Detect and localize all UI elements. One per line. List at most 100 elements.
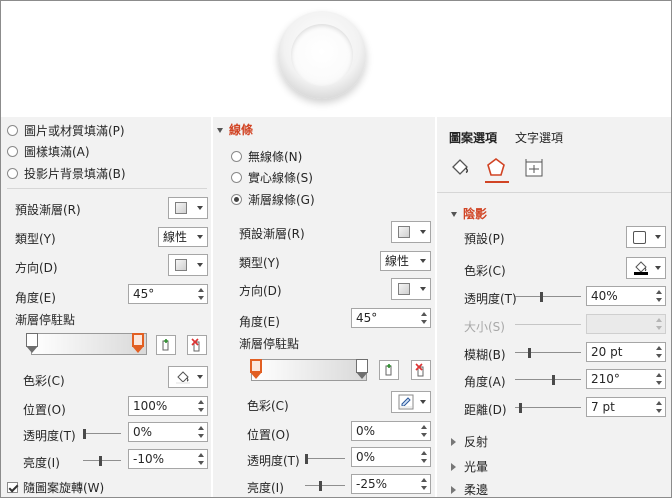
spin-arrows-icon[interactable]: [421, 311, 428, 325]
radio-icon[interactable]: [231, 151, 242, 162]
radio-icon[interactable]: [7, 125, 18, 136]
collapse-triangle-icon: [451, 212, 457, 217]
tab-shape-options[interactable]: 圖案選項: [449, 131, 498, 145]
spin-arrows-icon[interactable]: [421, 424, 428, 438]
gradient-stop-right[interactable]: [356, 359, 368, 381]
gradient-stops-bar[interactable]: [251, 359, 367, 381]
checkbox-icon[interactable]: [7, 482, 18, 493]
add-gradient-stop-icon[interactable]: [379, 360, 399, 380]
reflection-section-header[interactable]: 反射: [451, 433, 488, 450]
spin-arrows-icon[interactable]: [198, 399, 205, 413]
expand-triangle-icon: [451, 437, 456, 446]
spin-arrows-icon[interactable]: [656, 400, 663, 414]
brightness-spinner[interactable]: -25%: [351, 474, 431, 494]
tab-text-options[interactable]: 文字選項: [515, 131, 564, 145]
color-label: 色彩(C): [247, 399, 289, 413]
transparency-spinner[interactable]: 0%: [128, 422, 208, 442]
fill-line-icon[interactable]: [449, 157, 471, 182]
angle-spinner[interactable]: 45°: [351, 308, 431, 328]
blur-slider[interactable]: [515, 348, 581, 358]
radio-label: 漸層線條(G): [248, 193, 315, 207]
transparency-slider[interactable]: [305, 454, 345, 464]
radio-icon[interactable]: [231, 172, 242, 183]
color-picker-button[interactable]: [168, 366, 208, 388]
effects-pentagon-icon[interactable]: [485, 157, 507, 182]
radio-icon[interactable]: [7, 168, 18, 179]
position-spinner[interactable]: 100%: [128, 396, 208, 416]
direction-button[interactable]: [168, 254, 208, 276]
spin-arrows-icon[interactable]: [198, 452, 205, 466]
angle-spinner[interactable]: 210°: [586, 369, 666, 389]
color-picker-button[interactable]: [391, 391, 431, 413]
radio-icon[interactable]: [231, 194, 242, 205]
gradient-stop-left[interactable]: [26, 333, 38, 355]
spin-arrows-icon[interactable]: [656, 345, 663, 359]
blur-spinner[interactable]: 20 pt: [586, 342, 666, 362]
distance-slider[interactable]: [515, 403, 581, 413]
gradient-swatch-icon: [398, 226, 410, 238]
slider-thumb[interactable]: [528, 348, 531, 358]
transparency-slider[interactable]: [83, 429, 121, 439]
section-title: 光暈: [464, 460, 489, 474]
angle-slider[interactable]: [515, 375, 581, 385]
type-select[interactable]: 線性: [158, 227, 208, 247]
direction-button[interactable]: [391, 278, 431, 300]
size-slider-disabled: [515, 320, 581, 330]
radio-gradient-line[interactable]: 漸層線條(G): [231, 191, 315, 208]
slider-thumb[interactable]: [540, 292, 543, 302]
angle-spinner[interactable]: 45°: [128, 284, 208, 304]
brightness-slider[interactable]: [305, 481, 345, 491]
add-gradient-stop-icon[interactable]: [156, 335, 176, 355]
pen-color-icon: [398, 394, 414, 410]
gradient-stop-right-selected[interactable]: [132, 333, 144, 355]
radio-no-line[interactable]: 無線條(N): [231, 148, 302, 165]
slider-thumb[interactable]: [519, 403, 522, 413]
fill-panel: 圖片或材質填滿(P) 圖樣填滿(A) 投影片背景填滿(B) 預設漸層(R) 類型…: [1, 117, 211, 497]
shadow-color-button[interactable]: [626, 257, 666, 279]
spin-arrows-icon[interactable]: [656, 372, 663, 386]
position-value: 100%: [133, 399, 168, 413]
spin-arrows-icon[interactable]: [198, 425, 205, 439]
radio-picture-fill[interactable]: 圖片或材質填滿(P): [7, 122, 125, 139]
spin-arrows-icon[interactable]: [421, 450, 428, 464]
glow-section-header[interactable]: 光暈: [451, 458, 488, 475]
direction-swatch-icon: [175, 259, 187, 271]
line-section-header[interactable]: 線條: [217, 121, 253, 138]
gradient-stops-bar[interactable]: [31, 333, 147, 355]
slider-thumb[interactable]: [552, 375, 555, 385]
slider-thumb[interactable]: [305, 454, 308, 464]
slider-thumb[interactable]: [319, 481, 322, 491]
preset-gradient-button[interactable]: [391, 221, 431, 243]
radio-label: 圖片或材質填滿(P): [24, 124, 125, 138]
brightness-slider[interactable]: [83, 456, 121, 466]
soft-edges-section-header[interactable]: 柔邊: [451, 481, 488, 497]
type-select[interactable]: 線性: [380, 251, 431, 271]
slider-thumb[interactable]: [83, 429, 86, 439]
radio-solid-line[interactable]: 實心線條(S): [231, 169, 313, 186]
brightness-spinner[interactable]: -10%: [128, 449, 208, 469]
position-spinner[interactable]: 0%: [351, 421, 431, 441]
radio-icon[interactable]: [7, 146, 18, 157]
transparency-spinner[interactable]: 0%: [351, 447, 431, 467]
radio-slide-bg-fill[interactable]: 投影片背景填滿(B): [7, 165, 126, 182]
options-tabs: 圖案選項 文字選項: [449, 129, 563, 146]
radio-pattern-fill[interactable]: 圖樣填滿(A): [7, 143, 90, 160]
spin-arrows-icon[interactable]: [656, 289, 663, 303]
transparency-spinner[interactable]: 40%: [586, 286, 666, 306]
remove-gradient-stop-icon[interactable]: [187, 335, 207, 355]
rotate-with-shape-checkbox[interactable]: 隨圖案旋轉(W): [7, 479, 104, 496]
type-label: 類型(Y): [239, 256, 280, 270]
transparency-slider[interactable]: [515, 292, 581, 302]
spin-arrows-icon[interactable]: [198, 287, 205, 301]
preset-gradient-button[interactable]: [168, 197, 208, 219]
gradient-stop-left-selected[interactable]: [250, 359, 262, 381]
chevron-down-icon: [420, 287, 426, 291]
shadow-preset-button[interactable]: [626, 226, 666, 248]
spin-arrows-icon[interactable]: [421, 477, 428, 491]
shadow-section-header[interactable]: 陰影: [451, 205, 487, 222]
section-title: 柔邊: [464, 483, 489, 497]
remove-gradient-stop-icon[interactable]: [411, 360, 431, 380]
size-properties-icon[interactable]: [523, 157, 545, 182]
slider-thumb[interactable]: [99, 456, 102, 466]
distance-spinner[interactable]: 7 pt: [586, 397, 666, 417]
